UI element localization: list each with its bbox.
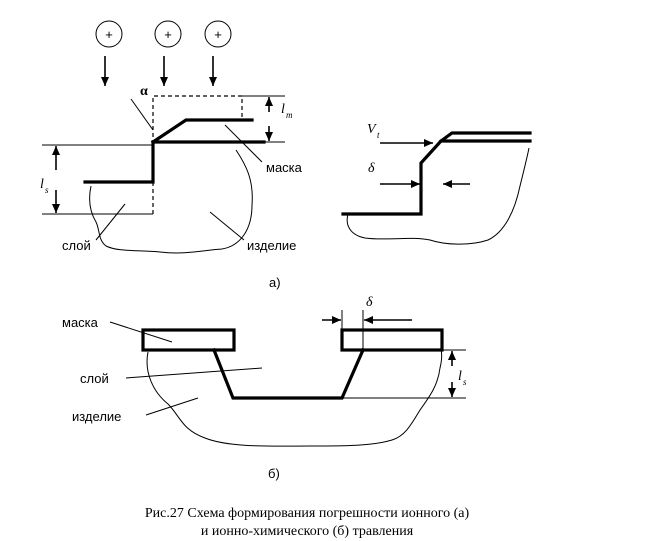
lm-label: l m xyxy=(281,102,293,120)
mask-leader xyxy=(224,124,263,163)
svg-text:l: l xyxy=(458,369,462,384)
mask-right xyxy=(340,328,444,352)
mask-left xyxy=(141,328,236,352)
svg-text:+: + xyxy=(214,27,222,42)
workpiece-leader-b xyxy=(145,397,199,416)
mask-profile-right xyxy=(438,131,532,144)
workpiece-outline-right xyxy=(346,147,530,245)
layer-leader-b xyxy=(125,367,263,379)
mask-label: маска xyxy=(266,160,303,175)
layer-leader xyxy=(95,203,126,241)
workpiece-leader xyxy=(209,211,245,241)
svg-text:m: m xyxy=(286,110,293,120)
vt-label: V t xyxy=(367,122,380,140)
svg-text:l: l xyxy=(281,102,285,117)
diagram-a-ion-etching: + + + α l m xyxy=(40,20,303,254)
alpha-leader xyxy=(130,98,154,131)
svg-text:s: s xyxy=(463,377,467,387)
svg-text:V: V xyxy=(367,122,377,137)
workpiece-outline xyxy=(89,149,253,254)
mask-label-b: маска xyxy=(62,315,99,330)
ion-1: + xyxy=(95,20,123,48)
svg-text:s: s xyxy=(45,185,49,195)
ion-2: + xyxy=(154,20,182,48)
ls-label: l s xyxy=(40,177,49,195)
mask-leader-b xyxy=(109,321,173,343)
subfigure-b-label: б) xyxy=(268,466,280,481)
workpiece-label-b: изделие xyxy=(72,409,121,424)
subfigure-a-label: а) xyxy=(269,275,281,290)
workpiece-outline-b xyxy=(146,349,443,447)
figure-caption-line-1: Рис.27 Схема формирования погрешности ио… xyxy=(145,506,470,521)
svg-text:l: l xyxy=(40,177,44,192)
layer-label-b: слой xyxy=(80,371,109,386)
workpiece-label: изделие xyxy=(247,238,296,253)
svg-text:+: + xyxy=(164,27,172,42)
layer-label: слой xyxy=(62,238,91,253)
alpha-label: α xyxy=(140,84,148,99)
etched-groove-profile xyxy=(211,347,366,400)
delta-label-b: δ xyxy=(366,295,373,310)
delta-label: δ xyxy=(368,161,375,176)
diagram-b-ion-chemical-etching: δ l s маска слой изделие xyxy=(62,295,467,447)
svg-text:+: + xyxy=(105,27,113,42)
svg-text:t: t xyxy=(377,130,380,140)
diagram-a-etch-rate: V t δ xyxy=(341,122,532,245)
figure-caption-line-2: и ионно-химического (б) травления xyxy=(201,524,414,539)
ls-label-b: l s xyxy=(458,369,467,387)
mask-top-profile xyxy=(150,118,254,145)
original-contour-dashed xyxy=(152,95,243,214)
etched-profile xyxy=(83,140,266,184)
ion-3: + xyxy=(204,20,232,48)
etched-profile-right xyxy=(341,139,532,216)
